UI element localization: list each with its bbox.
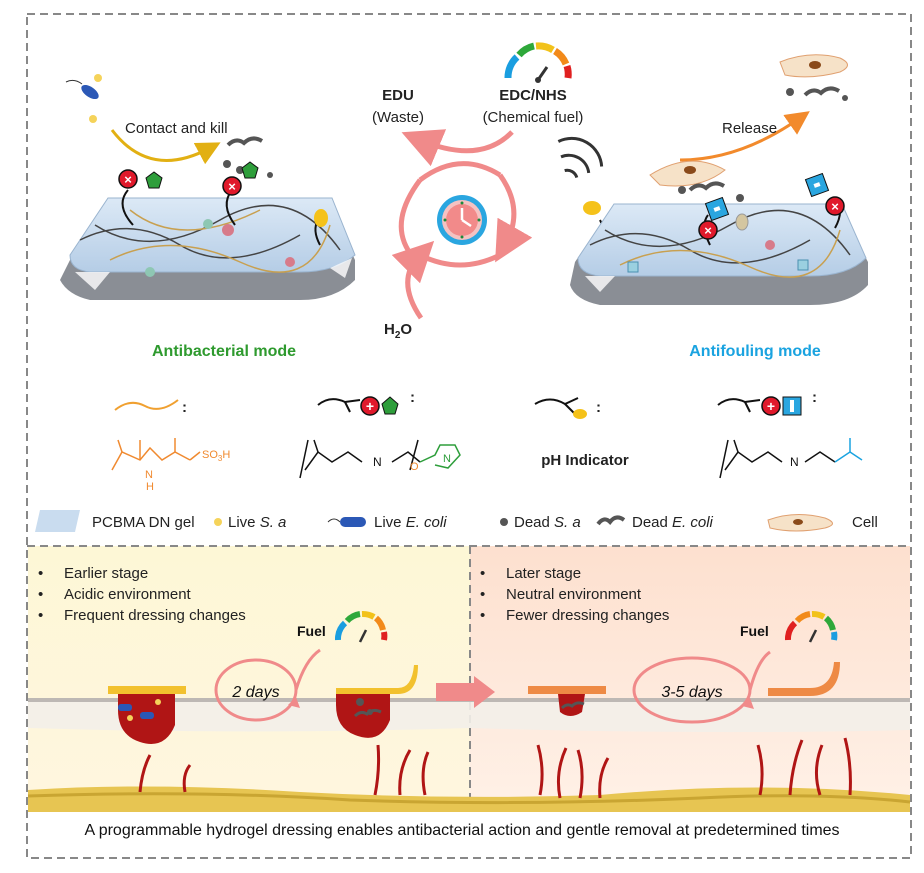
dead-sa-icon (223, 160, 231, 168)
edu-label: EDU (382, 87, 414, 104)
svg-text:×: × (704, 223, 712, 238)
svg-text:N: N (373, 455, 382, 469)
left-gauge-icon (335, 611, 388, 643)
waste-label: (Waste) (372, 109, 424, 126)
live-ecoli-legend-label: Live E. coli (374, 514, 447, 531)
gel-legend-label: PCBMA DN gel (92, 514, 195, 531)
contact-kill-group: Contact and kill (65, 74, 273, 178)
svg-text:O: O (410, 461, 419, 473)
live-ecoli-icon (81, 84, 99, 100)
svg-text:Frequent dressing changes: Frequent dressing changes (64, 607, 246, 624)
svg-text:N: N (790, 455, 799, 469)
right-fuel-label: Fuel (740, 623, 769, 639)
stage-arrow (436, 676, 495, 708)
svg-text::: : (182, 399, 187, 416)
svg-text:SO3H: SO3H (202, 449, 230, 463)
svg-text:+: + (767, 398, 775, 414)
svg-text:×: × (228, 179, 236, 194)
left-wound-scene: Fuel 2 days (108, 611, 430, 796)
bacteria-legend: PCBMA DN gel Live S. a Live E. coli Dead… (35, 510, 878, 532)
dead-sa-legend-label: Dead S. a (514, 514, 581, 531)
dead-ecoli-icon (226, 136, 264, 147)
live-sa-legend-icon (214, 518, 222, 526)
svg-text:•: • (38, 607, 43, 624)
cell-legend-label: Cell (852, 514, 878, 531)
right-wound-scene: Fuel 3-5 days (528, 611, 852, 799)
chem-legend: : N H SO3H + : N O N : pH I (111, 389, 863, 493)
svg-text:Earlier stage: Earlier stage (64, 565, 148, 582)
antibacterial-mode-label: Antibacterial mode (152, 343, 296, 360)
left-fuel-label: Fuel (297, 623, 326, 639)
dead-ecoli-legend-icon (596, 515, 626, 526)
fuel-gauge-icon (504, 42, 572, 83)
right-bullets: • Later stage • Neutral environment • Fe… (480, 565, 669, 624)
contact-kill-label: Contact and kill (125, 120, 228, 137)
svg-text::: : (812, 389, 817, 406)
svg-text:×: × (831, 199, 839, 214)
edc-nhs-label: EDC/NHS (499, 87, 567, 104)
svg-text:•: • (38, 565, 43, 582)
live-sa-icon (89, 115, 97, 123)
outer-frame (26, 13, 912, 859)
dead-sa-icon (267, 172, 273, 178)
live-sa-legend-label: Live S. a (228, 514, 286, 531)
release-label: Release (722, 120, 777, 137)
dead-ecoli-legend-label: Dead E. coli (632, 514, 714, 531)
svg-text:•: • (480, 607, 485, 624)
ph-indicator-label: pH Indicator (541, 452, 629, 469)
chemical-fuel-label: (Chemical fuel) (483, 109, 584, 126)
release-group: Release (557, 54, 848, 256)
svg-text::: : (410, 389, 415, 406)
right-days-label: 3-5 days (661, 684, 722, 701)
svg-text:•: • (38, 586, 43, 603)
live-ecoli-legend-icon (340, 517, 366, 527)
svg-text:H: H (146, 481, 154, 493)
svg-text:N: N (145, 469, 153, 481)
svg-text:Fewer dressing changes: Fewer dressing changes (506, 607, 669, 624)
live-sa-icon (94, 74, 102, 82)
svg-text:Neutral environment: Neutral environment (506, 586, 642, 603)
gel-legend-swatch (35, 510, 80, 532)
caption: A programmable hydrogel dressing enables… (84, 822, 840, 839)
right-gauge-icon (785, 611, 838, 643)
left-bullets: • Earlier stage • Acidic environment • F… (38, 565, 246, 624)
left-days-label: 2 days (231, 684, 279, 701)
antifouling-mode-label: Antifouling mode (689, 343, 821, 360)
svg-text:Later stage: Later stage (506, 565, 581, 582)
svg-text:×: × (124, 172, 132, 187)
clock-icon (437, 195, 487, 245)
svg-text:+: + (366, 398, 374, 414)
svg-text:•: • (480, 565, 485, 582)
fuel-cycle: EDU (Waste) EDC/NHS (Chemical fuel) (372, 42, 584, 341)
antibacterial-gel: × × (60, 161, 356, 300)
kill-arrow (110, 129, 221, 165)
bottom-left-panel (28, 546, 470, 812)
svg-text:Acidic environment: Acidic environment (64, 586, 192, 603)
svg-text:N: N (443, 453, 451, 465)
svg-text::: : (596, 399, 601, 416)
water-label: H2O (384, 321, 412, 341)
svg-text:•: • (480, 586, 485, 603)
antifouling-gel: × × (570, 172, 868, 305)
dead-sa-legend-icon (500, 518, 508, 526)
